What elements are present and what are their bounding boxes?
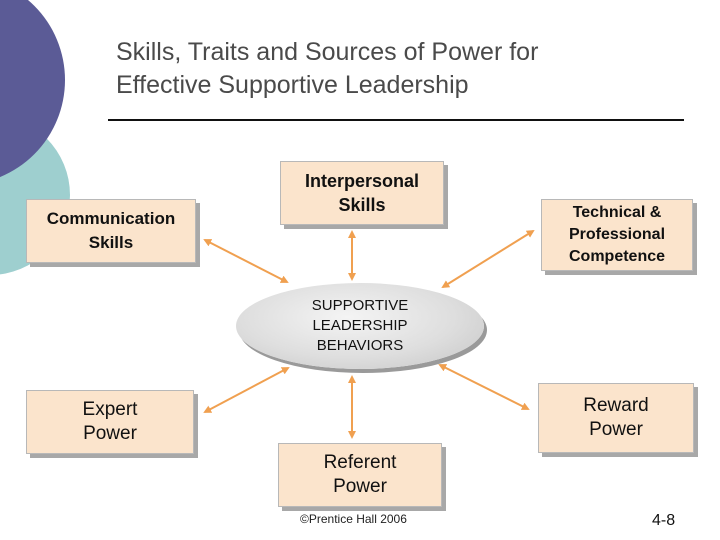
center-label-line: BEHAVIORS	[316, 337, 404, 354]
center-label-line: LEADERSHIP	[312, 317, 408, 334]
node-expert-power: Expert Power	[26, 390, 194, 454]
center-supportive-leadership-behaviors: SUPPORTIVE LEADERSHIP BEHAVIORS	[236, 283, 484, 369]
node-label-line: Communication	[46, 209, 176, 228]
node-label-line: Referent	[323, 452, 397, 473]
node-label-line: Technical &	[572, 204, 662, 221]
node-label-line: Competence	[568, 248, 666, 265]
node-label-line: Interpersonal	[304, 171, 420, 191]
purple-circle	[0, 0, 65, 178]
node-referent-power: Referent Power	[278, 443, 442, 507]
slide-title: Skills, Traits and Sources of Power for …	[116, 36, 676, 102]
node-label-line: Reward	[583, 395, 649, 416]
node-technical-professional-competence: Technical & Professional Competence	[541, 199, 693, 271]
title-rule	[108, 119, 684, 121]
node-label-line: Skills	[338, 195, 386, 215]
center-label-line: SUPPORTIVE	[311, 297, 409, 314]
node-label-line: Skills	[88, 233, 134, 252]
arrow-expert	[203, 367, 290, 413]
node-label-line: Power	[333, 476, 387, 497]
node-label-line: Expert	[82, 399, 138, 420]
node-label-line: Power	[83, 423, 137, 444]
node-label-line: Professional	[568, 226, 666, 243]
arrow-communication	[203, 239, 289, 283]
copyright-notice: ©Prentice Hall 2006	[300, 512, 407, 526]
title-line-1: Skills, Traits and Sources of Power for	[116, 38, 539, 66]
title-line-2: Effective Supportive Leadership	[116, 71, 469, 99]
node-interpersonal-skills: Interpersonal Skills	[280, 161, 444, 225]
page-number: 4-8	[652, 512, 676, 529]
arrow-reward	[438, 364, 530, 410]
arrow-technical	[441, 229, 535, 289]
node-label-line: Power	[589, 419, 643, 440]
node-communication-skills: Communication Skills	[26, 199, 196, 263]
node-reward-power: Reward Power	[538, 383, 694, 453]
